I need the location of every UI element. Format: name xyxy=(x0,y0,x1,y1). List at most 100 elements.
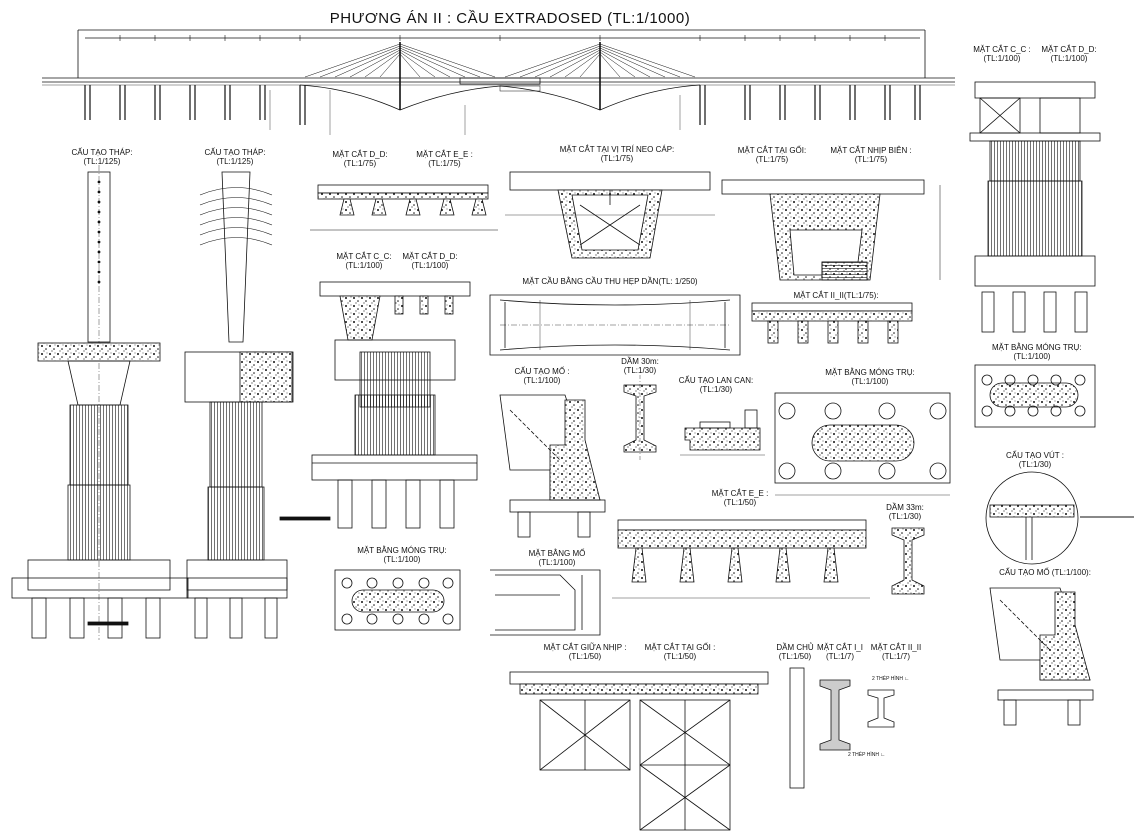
view-scale: (TL:1/30) xyxy=(623,366,657,375)
view-name: MẶT CẮT II_II(TL:1/75): xyxy=(793,291,879,300)
view-scale: (TL:1/100) xyxy=(411,261,449,270)
pier-section-right-drawing xyxy=(969,81,1101,333)
view-scale: (TL:1/100) xyxy=(523,376,561,385)
view-name: MẶT CẮT I_I xyxy=(817,643,863,652)
view-name: MẶT CẮT E_E : xyxy=(416,150,473,159)
view-name: MẶT CẮT C_C: xyxy=(336,252,392,261)
view-scale: (TL:1/75) xyxy=(428,159,461,168)
abutment-2-drawing xyxy=(989,587,1094,726)
view-scale: (TL:1/50) xyxy=(663,652,697,661)
view-scale: (TL:1/75) xyxy=(343,159,377,168)
abutment-2-label: CẤU TẠO MỐ (TL:1/100): xyxy=(985,568,1105,577)
sec-midspan-label: MẶT CẮT GIỮA NHỊP : (TL:1/50) xyxy=(540,643,630,661)
sec-i-label: MẶT CẮT I_I (TL:1/7) xyxy=(814,643,866,661)
sec-ii-small-label: MẶT CẮT II_II (TL:1/7) xyxy=(866,643,926,661)
view-name: DẦM 33m: xyxy=(886,503,924,512)
abutment-1-label: CẤU TẠO MỐ : (TL:1/100) xyxy=(512,367,572,385)
sheet-title: PHƯƠNG ÁN II : CẦU EXTRADOSED (TL:1/1000… xyxy=(329,10,691,27)
profile-note-a: 2 THÉP HÌNH ∟ xyxy=(872,676,910,682)
view-scale: (TL:1/100) xyxy=(345,261,383,270)
view-name: MẶT CẮT NHỊP BIÊN : xyxy=(830,146,912,155)
view-scale: (TL:1/125) xyxy=(83,157,121,166)
main-girder-label: DẦM CHỦ (TL:1/50) xyxy=(770,643,820,661)
view-name: MẶT CẮT TẠI GỐI: xyxy=(737,146,807,155)
tower-1-drawing xyxy=(11,165,189,640)
sec-dd-tr-label: MẶT CẮT D_D: (TL:1/100) xyxy=(1038,45,1100,63)
view-scale: (TL:1/100) xyxy=(1050,54,1088,63)
pier-foundation-plan-left-drawing xyxy=(334,569,461,631)
view-scale: (TL:1/100) xyxy=(983,54,1021,63)
pier-foundation-plan-center-drawing xyxy=(774,392,951,496)
sec-cc-mid-label: MẶT CẮT C_C: (TL:1/100) xyxy=(334,252,394,270)
sec-dd-75-label: MẶT CẮT D_D: (TL:1/75) xyxy=(330,150,390,168)
view-name: CẤU TẠO MỐ (TL:1/100): xyxy=(999,568,1091,577)
view-scale: (TL:1/75) xyxy=(854,155,888,164)
view-name: MẶT CẮT II_II xyxy=(870,643,922,652)
pier-plan-right-label: MẶT BẰNG MÓNG TRỤ: (TL:1/100) xyxy=(992,343,1082,361)
midspan-support-section-drawing xyxy=(509,671,769,831)
beam-33-label: DẦM 33m: (TL:1/30) xyxy=(880,503,930,521)
pier-section-mid-drawing xyxy=(279,281,478,529)
beam-30m-drawing xyxy=(623,375,657,460)
sec-dd-mid-label: MẶT CẮT D_D: (TL:1/100) xyxy=(398,252,462,270)
view-scale: (TL:1/7) xyxy=(881,652,910,661)
section-dd-ee-drawing xyxy=(310,184,498,231)
railing-label: CẤU TẠO LAN CAN: (TL:1/30) xyxy=(676,376,756,394)
view-name: MẶT BẰNG MÓNG TRỤ: xyxy=(357,546,447,555)
sec-ii-label: MẶT CẮT II_II(TL:1/75): xyxy=(786,291,886,300)
beam-30-label: DẦM 30m: (TL:1/30) xyxy=(615,357,665,375)
view-name: MẶT CẮT D_D: xyxy=(1041,45,1097,54)
anchor-section-drawing xyxy=(505,171,715,259)
main-girder-drawing xyxy=(789,667,895,789)
view-scale: (TL:1/125) xyxy=(216,157,254,166)
view-scale: (TL:1/7) xyxy=(825,652,854,661)
view-name: MẶT CẮT D_D: xyxy=(402,252,458,261)
view-name: CẤU TẠO VÚT : xyxy=(1006,451,1064,460)
view-scale: (TL:1/100) xyxy=(383,555,421,564)
view-name: MẶT CẮT D_D: xyxy=(332,150,388,159)
view-name: CẤU TẠO THÁP: xyxy=(204,148,266,157)
view-name: DẦM CHỦ xyxy=(776,643,814,652)
view-name: DẦM 30m: xyxy=(621,357,659,366)
sec-support-75-label: MẶT CẮT TẠI GỐI: (TL:1/75) xyxy=(732,146,812,164)
view-name: MẶT CẦU BẰNG CẦU THU HẸP DẦN(TL: 1/250) xyxy=(522,277,698,286)
view-scale: (TL:1/100) xyxy=(538,558,576,567)
view-name: CẤU TẠO LAN CAN: xyxy=(678,376,754,385)
view-scale: (TL:1/100) xyxy=(851,377,889,386)
view-name: MẶT CẮT TẠI GỐI : xyxy=(644,643,716,652)
railing-drawing xyxy=(680,409,765,456)
haunch-detail-drawing xyxy=(985,471,1134,565)
view-scale: (TL:1/30) xyxy=(888,512,922,521)
view-scale: (TL:1/75) xyxy=(755,155,789,164)
view-name: MẶT CẮT E_E : xyxy=(711,489,769,498)
view-name: MẶT BẰNG MÓNG TRỤ: xyxy=(992,343,1082,352)
pier-plan-left-label: MẶT BẰNG MÓNG TRỤ: (TL:1/100) xyxy=(352,546,452,564)
pier-plan-center-label: MẶT BẰNG MÓNG TRỤ: (TL:1/100) xyxy=(820,368,920,386)
view-scale: (TL:1/50) xyxy=(778,652,812,661)
tower-2-label: CẤU TẠO THÁP: (TL:1/125) xyxy=(195,148,275,166)
support-section-drawing xyxy=(721,179,941,281)
plan-narrowing-label: MẶT CẦU BẰNG CẦU THU HẸP DẦN(TL: 1/250) xyxy=(520,277,700,286)
view-name: MẶT CẮT TẠI VỊ TRÍ NEO CÁP: xyxy=(559,145,675,154)
view-name: MẶT BẰNG MỐ xyxy=(528,549,586,558)
view-name: CẤU TẠO THÁP: xyxy=(71,148,133,157)
abutment-plan-drawing xyxy=(490,569,601,636)
abutment-plan-label: MẶT BẰNG MỐ (TL:1/100) xyxy=(527,549,587,567)
pier-foundation-plan-right-drawing xyxy=(974,364,1096,428)
view-name: MẶT CẮT GIỮA NHỊP : xyxy=(543,643,627,652)
abutment-1-drawing xyxy=(499,394,606,538)
tower-2-drawing xyxy=(184,171,294,639)
view-name: MẶT BẰNG MÓNG TRỤ: xyxy=(825,368,915,377)
tower-1-label: CẤU TẠO THÁP: (TL:1/125) xyxy=(57,148,147,166)
view-name: CẤU TẠO MỐ : xyxy=(514,367,570,376)
sec-ee-75-label: MẶT CẮT E_E : (TL:1/75) xyxy=(412,150,477,168)
view-scale: (TL:1/75) xyxy=(600,154,634,163)
profile-note-b: 2 THÉP HÌNH ∟ xyxy=(848,752,886,758)
section-ee-50-drawing xyxy=(612,519,870,599)
sec-cc-tr-label: MẶT CẮT C_C : (TL:1/100) xyxy=(972,45,1032,63)
view-name: MẶT CẮT C_C : xyxy=(973,45,1031,54)
sec-ee-50-label: MẶT CẮT E_E : (TL:1/50) xyxy=(705,489,775,507)
view-scale: (TL:1/50) xyxy=(723,498,757,507)
section-ii-drawing xyxy=(751,302,913,344)
